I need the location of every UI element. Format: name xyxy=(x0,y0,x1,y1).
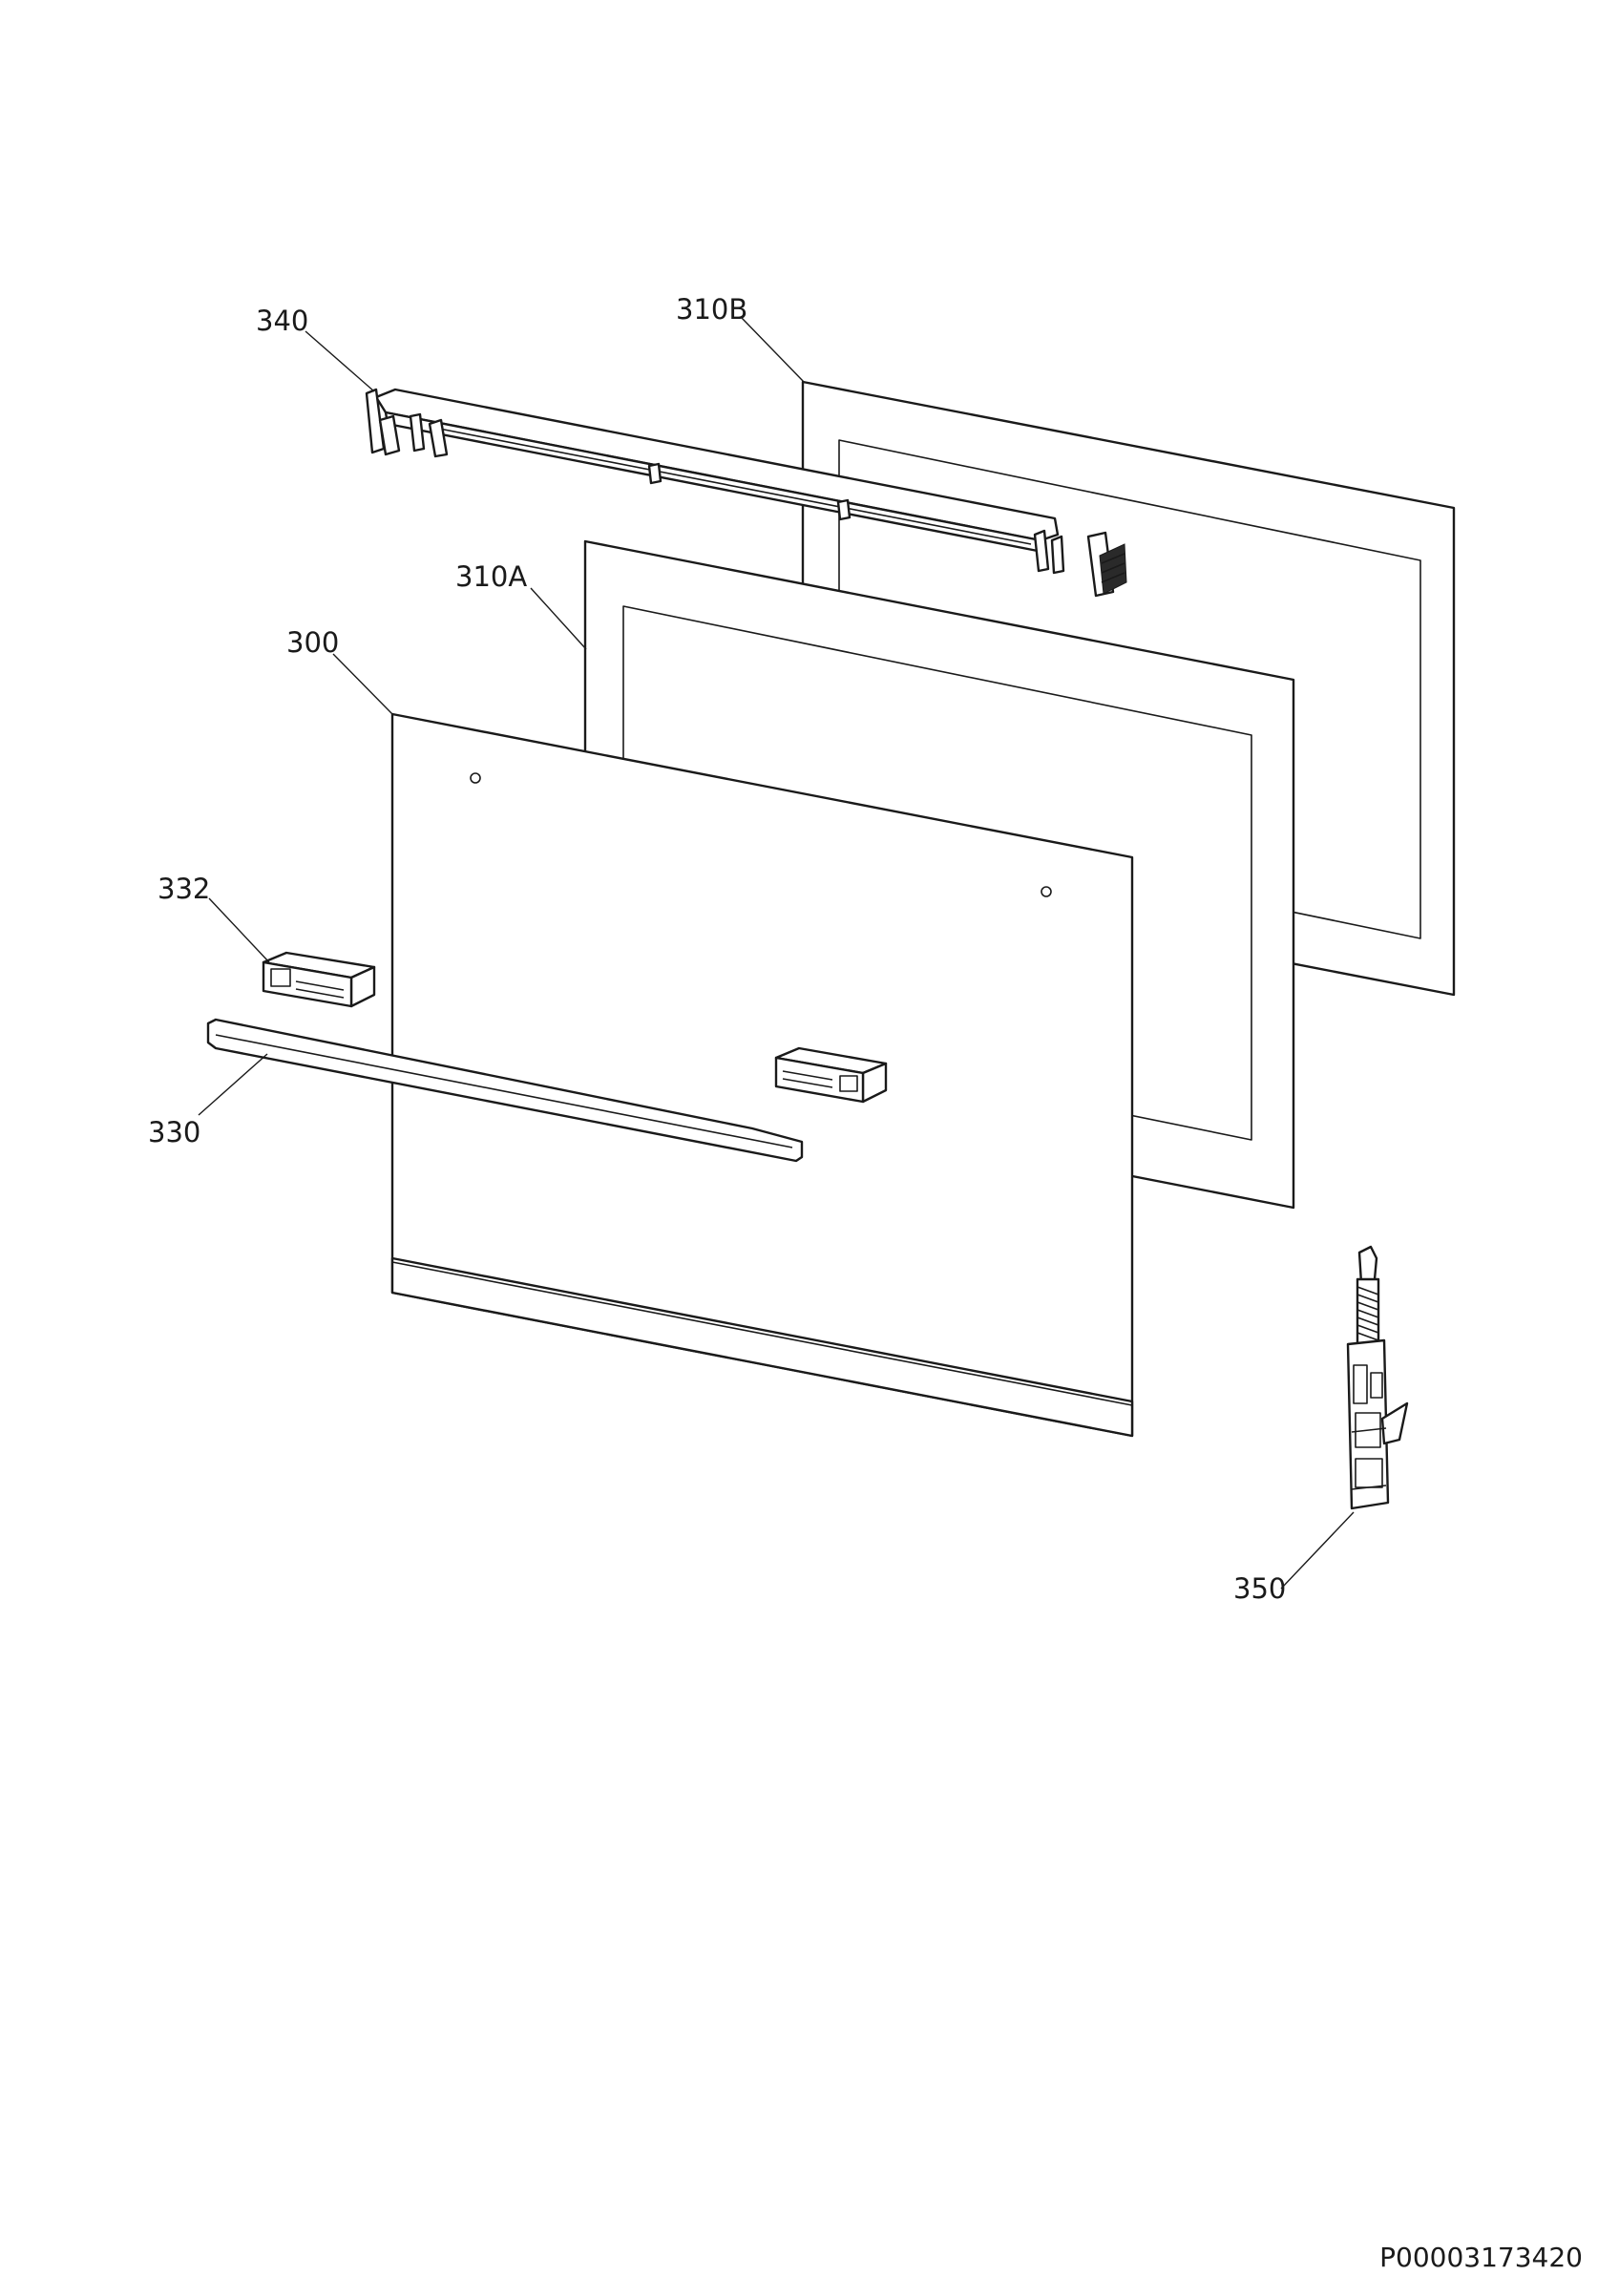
document-reference-code: P00003173420 xyxy=(1379,2242,1583,2273)
leader-310A xyxy=(530,587,587,650)
callout-332: 332 xyxy=(158,873,211,905)
leader-332 xyxy=(208,897,270,963)
callout-350: 350 xyxy=(1233,1572,1287,1605)
callout-330: 330 xyxy=(148,1116,201,1148)
callout-340: 340 xyxy=(256,305,309,337)
part-350-door-hinge xyxy=(1346,1245,1409,1510)
part-340-top-door-profile xyxy=(365,388,1127,598)
callout-300: 300 xyxy=(286,626,340,659)
part-332-handle-end-cap-mounted xyxy=(774,1046,888,1104)
leader-340 xyxy=(305,330,375,392)
callout-310B: 310B xyxy=(676,293,748,326)
leader-300 xyxy=(332,653,393,715)
leader-350 xyxy=(1280,1511,1355,1590)
part-332-handle-end-cap xyxy=(262,951,376,1008)
leader-310B xyxy=(741,317,805,383)
leader-lines xyxy=(198,317,1355,1590)
part-300-front-door-glass xyxy=(390,712,1134,1438)
leader-330 xyxy=(198,1053,268,1116)
part-330-door-handle xyxy=(206,1018,804,1163)
callout-310A: 310A xyxy=(455,560,528,593)
